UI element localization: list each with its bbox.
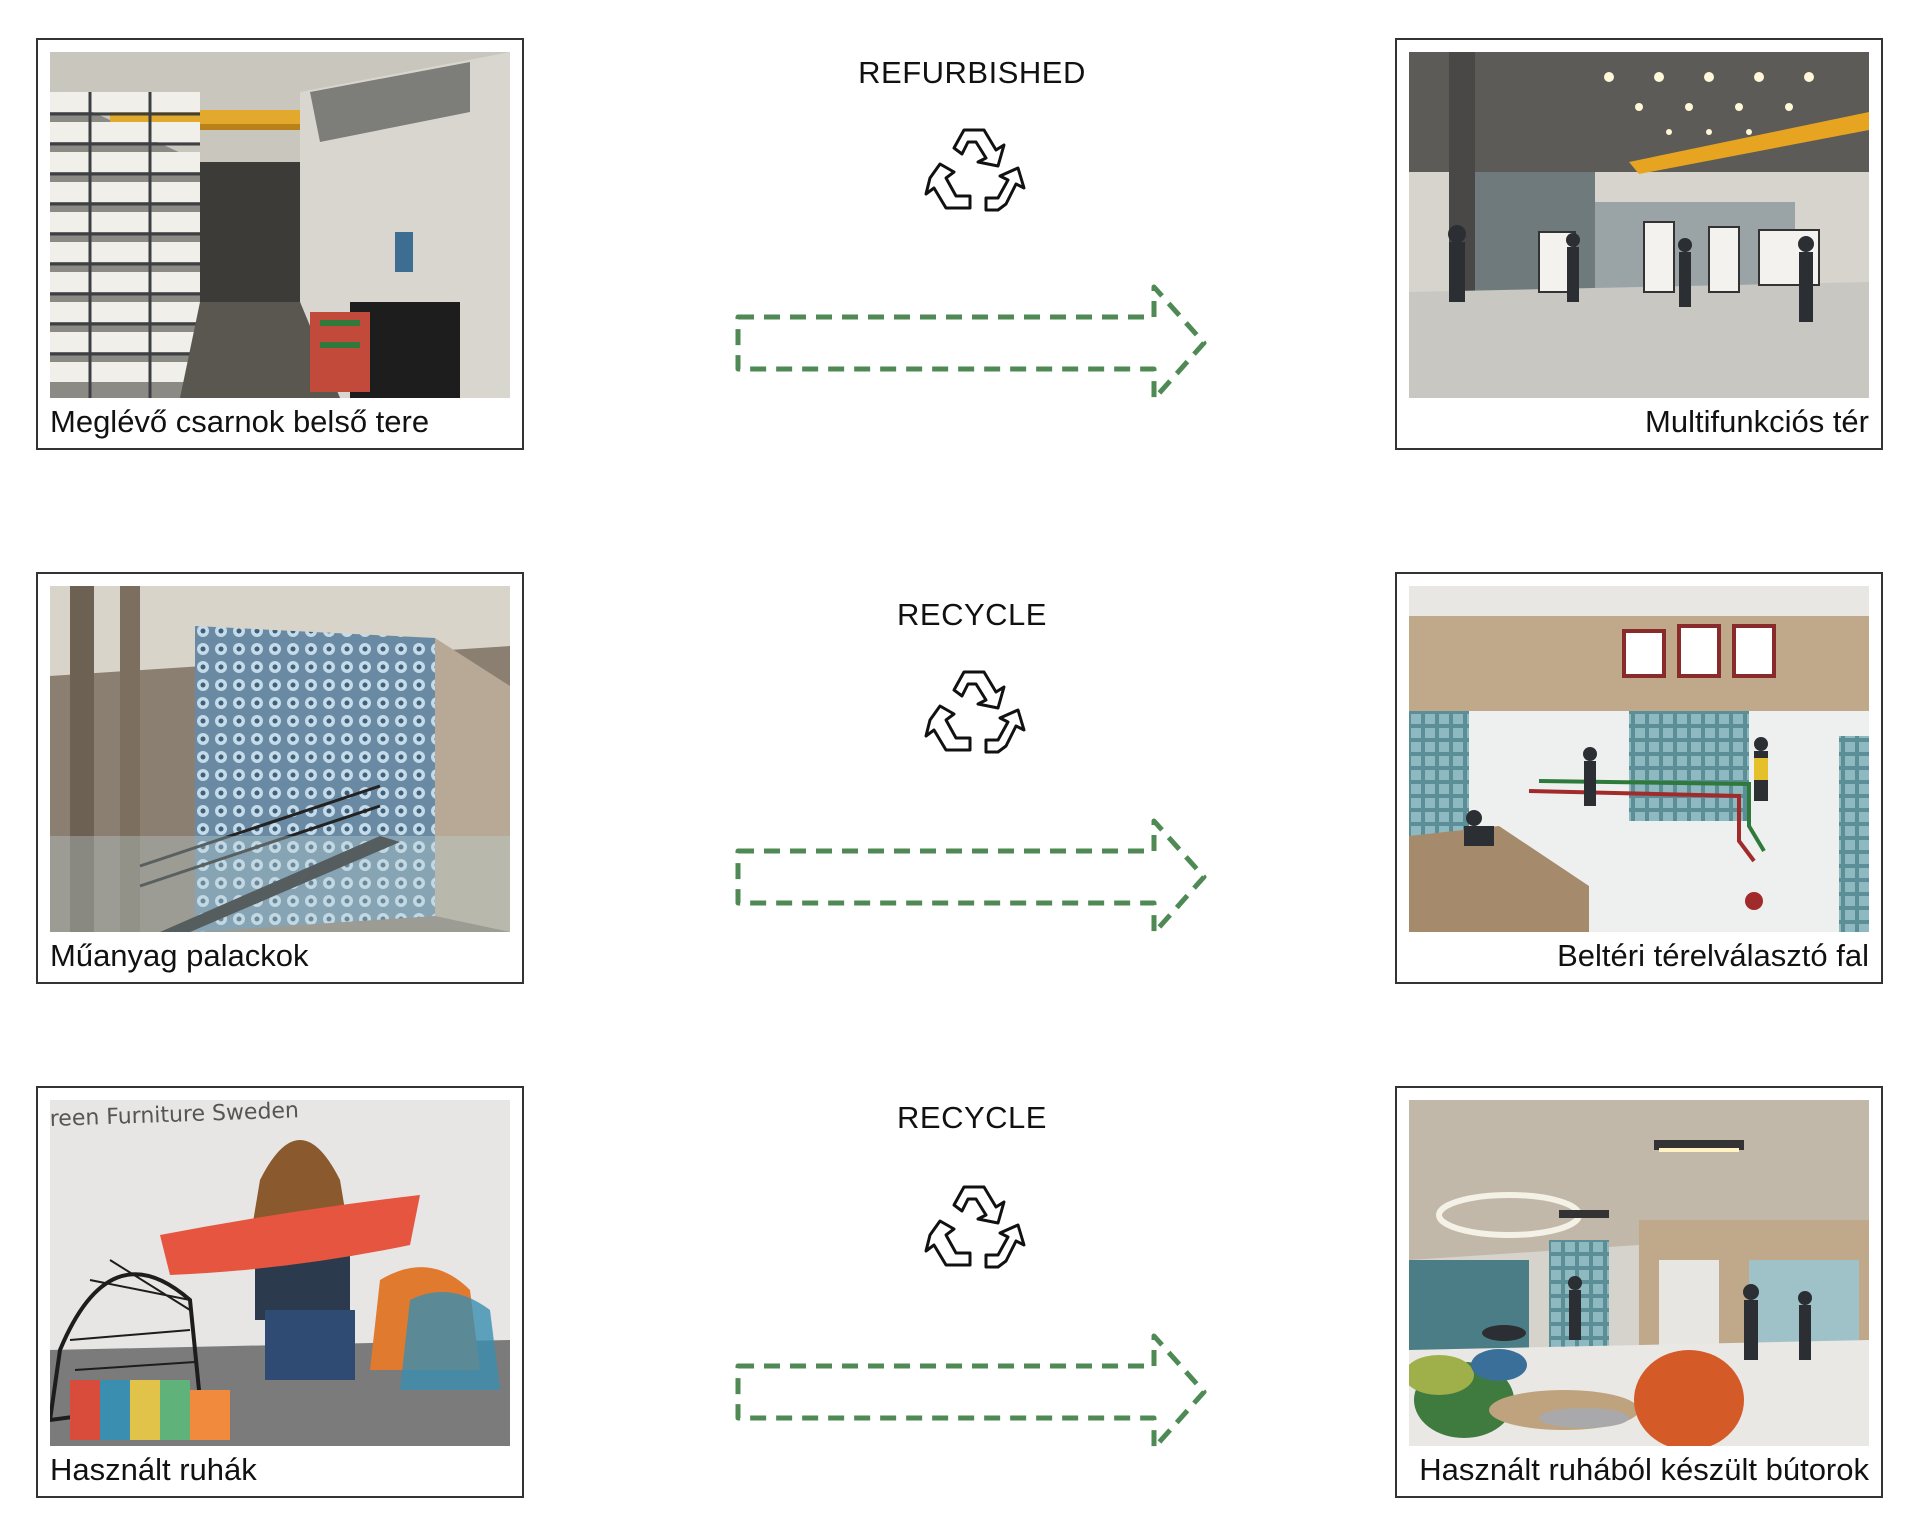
dashed-arrow-right xyxy=(734,1332,1214,1452)
photo-existing-hall-interior xyxy=(50,52,510,398)
photo-used-clothes-furniture xyxy=(1409,1100,1869,1446)
card-indoor-partition-wall: Beltéri térelválasztó fal xyxy=(1395,572,1883,984)
card-used-clothes: reen Furniture Sweden Használt ruhák xyxy=(36,1086,524,1498)
caption-used-clothes: Használt ruhák xyxy=(50,1452,257,1487)
card-existing-hall: Meglévő csarnok belső tere xyxy=(36,38,524,450)
process-label-recycle-2: RECYCLE xyxy=(897,1100,1047,1135)
recycle-icon xyxy=(912,118,1032,228)
card-multifunctional-space: Multifunkciós tér xyxy=(1395,38,1883,450)
dashed-arrow-right xyxy=(734,817,1214,937)
card-plastic-bottles: Műanyag palackok xyxy=(36,572,524,984)
photo-indoor-partition-wall xyxy=(1409,586,1869,932)
caption-used-clothes-furniture: Használt ruhából készült bútorok xyxy=(1419,1452,1869,1487)
caption-plastic-bottles: Műanyag palackok xyxy=(50,938,309,973)
caption-indoor-partition-wall: Beltéri térelválasztó fal xyxy=(1557,938,1869,973)
process-label-refurbished: REFURBISHED xyxy=(858,55,1086,90)
photo-plastic-bottle-wall xyxy=(50,586,510,932)
recycle-icon xyxy=(912,1175,1032,1285)
caption-existing-hall: Meglévő csarnok belső tere xyxy=(50,404,430,439)
photo-multifunctional-space xyxy=(1409,52,1869,398)
photo-used-clothes: reen Furniture Sweden xyxy=(50,1100,510,1446)
dashed-arrow-right xyxy=(734,283,1214,403)
process-label-recycle-1: RECYCLE xyxy=(897,597,1047,632)
card-used-clothes-furniture: Használt ruhából készült bútorok xyxy=(1395,1086,1883,1498)
recycle-icon xyxy=(912,660,1032,770)
caption-multifunctional-space: Multifunkciós tér xyxy=(1645,404,1869,439)
